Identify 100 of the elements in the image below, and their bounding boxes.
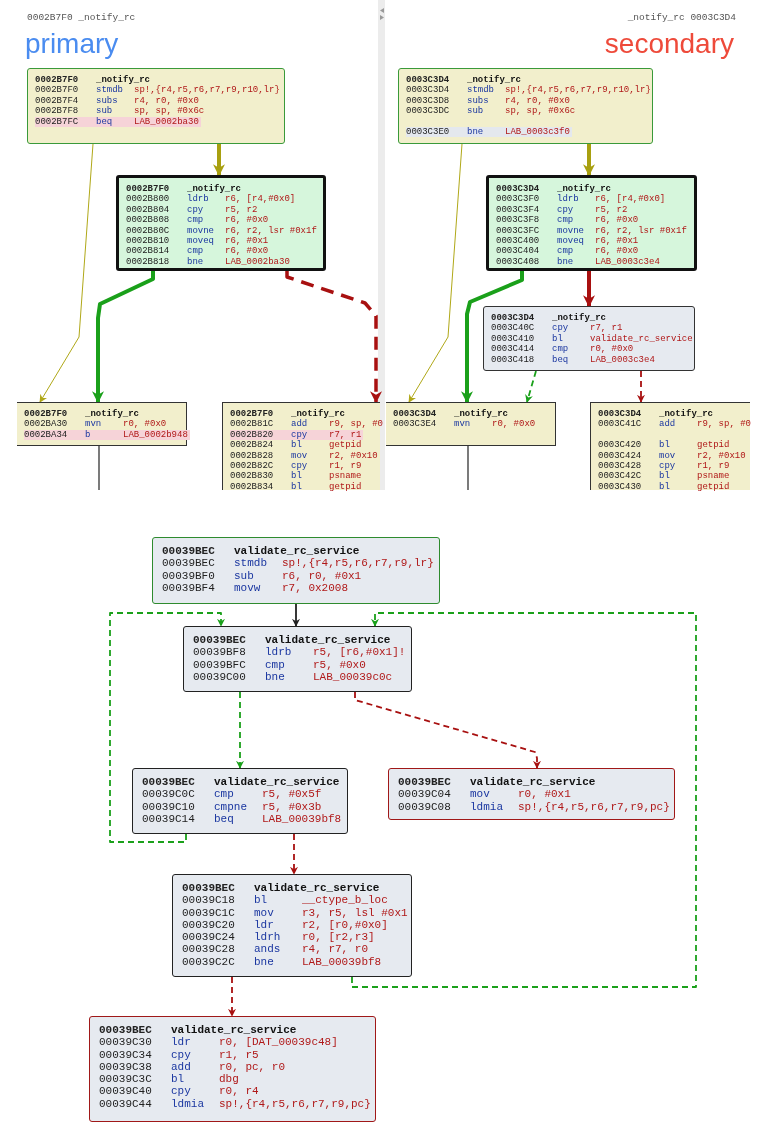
arrow xyxy=(461,271,524,404)
mnemonic: mov xyxy=(291,450,309,462)
mnemonic: mov xyxy=(254,906,275,919)
mnemonic: sub xyxy=(467,106,485,117)
operand: r0, r4 xyxy=(219,1085,259,1098)
mnemonic: cpy xyxy=(291,429,309,440)
mnemonic: ldrh xyxy=(254,931,282,944)
operand: r6, r0, #0x1 xyxy=(282,569,362,582)
address: 0003C428 xyxy=(598,461,643,472)
mnemonic: cpy xyxy=(552,323,570,334)
code-block xyxy=(27,68,285,144)
address: 00039C24 xyxy=(182,931,236,944)
address: 00039C38 xyxy=(99,1060,153,1074)
address: 00039C34 xyxy=(99,1048,153,1061)
operand: r6, r2, lsr #0x1f xyxy=(595,225,687,237)
operand: LAB_00039c0c xyxy=(313,670,393,684)
mnemonic: cmp xyxy=(187,246,205,257)
operand: r7, r1 xyxy=(590,323,623,334)
function-name: _notify_rc xyxy=(552,313,606,324)
arrow xyxy=(637,370,645,403)
address: 0002B82C xyxy=(230,461,275,472)
address: 0002B7F8 xyxy=(35,106,80,117)
mnemonic: cmp xyxy=(265,658,286,671)
mnemonic: ldrb xyxy=(187,194,210,205)
arrow xyxy=(228,976,236,1017)
function-name: validate_rc_service xyxy=(265,634,391,647)
mnemonic: add xyxy=(659,419,677,430)
address: 0002B814 xyxy=(126,246,171,257)
address: 00039C2C xyxy=(182,955,236,969)
block-address: 0002B7F0 xyxy=(126,184,171,195)
operand: r0, [r2,r3] xyxy=(302,931,375,944)
mnemonic: beq xyxy=(214,812,235,826)
operand: r1, r9 xyxy=(697,461,730,472)
address: 00039BFC xyxy=(193,658,247,671)
operand: LAB_0003c3e4 xyxy=(595,256,660,268)
mnemonic: ldr xyxy=(171,1036,192,1049)
mnemonic: cmp xyxy=(214,788,235,801)
mnemonic: cpy xyxy=(187,204,205,216)
mnemonic: mov xyxy=(659,450,677,461)
mnemonic: add xyxy=(291,419,309,430)
function-name: _notify_rc xyxy=(96,75,150,85)
operand: r1, r9 xyxy=(329,461,362,472)
arrow xyxy=(285,271,382,404)
function-name: _notify_rc xyxy=(454,409,508,420)
address: 00039BF0 xyxy=(162,569,216,582)
function-name: _notify_rc xyxy=(291,409,345,419)
mnemonic: mvn xyxy=(454,419,472,430)
mnemonic: moveq xyxy=(557,236,585,247)
mnemonic: beq xyxy=(96,116,114,128)
mnemonic: cmp xyxy=(552,344,570,355)
block-address: 0003C3D4 xyxy=(491,313,536,324)
operand: r4, r7, r0 xyxy=(302,943,368,956)
panel-caption: _notify_rc 0003C3D4 xyxy=(627,12,736,23)
block-address: 0003C3D4 xyxy=(393,409,438,420)
operand: getpid xyxy=(697,481,730,493)
operand: r6, [r4,#0x0] xyxy=(595,194,666,205)
address: 00039C04 xyxy=(398,788,452,801)
operand: r6, r2, lsr #0x1f xyxy=(225,225,317,237)
operand: sp!,{r4,r5,r6,r7,r9,pc} xyxy=(219,1097,371,1111)
code-block xyxy=(486,175,697,271)
function-name: validate_rc_service xyxy=(234,545,360,558)
mnemonic: bl xyxy=(291,440,303,451)
address: 0003C410 xyxy=(491,333,536,345)
operand: r0, [DAT_00039c48] xyxy=(219,1036,338,1049)
mnemonic: bne xyxy=(187,256,205,268)
address: 0002B824 xyxy=(230,440,275,451)
function-name: _notify_rc xyxy=(557,184,611,194)
arrow xyxy=(351,612,697,988)
address: 0002B818 xyxy=(126,256,171,268)
address: 0002B800 xyxy=(126,194,171,205)
address: 0002B828 xyxy=(230,450,275,462)
arrow xyxy=(236,691,244,769)
address: 0003C3F0 xyxy=(496,194,541,205)
arrow xyxy=(583,271,595,308)
operand: r6, #0x0 xyxy=(595,246,639,257)
function-name: _notify_rc xyxy=(659,409,713,419)
mnemonic: bne xyxy=(467,127,485,138)
operand: r4, r0, #0x0 xyxy=(505,95,570,107)
block-address: 0002B7F0 xyxy=(24,409,69,420)
function-name: _notify_rc xyxy=(467,75,521,85)
address: 0002B81C xyxy=(230,419,275,430)
operand: r5, #0x3b xyxy=(262,800,322,813)
address: 0002BA30 xyxy=(24,419,69,430)
address: 0003C404 xyxy=(496,246,541,257)
address: 00039C14 xyxy=(142,812,196,826)
operand: r0, #0x1 xyxy=(518,788,571,801)
address: 0003C418 xyxy=(491,354,536,366)
arrow xyxy=(109,612,225,843)
panel-title: primary xyxy=(25,27,119,61)
address: 0002B7F4 xyxy=(35,95,80,107)
address: 0002B80C xyxy=(126,225,171,237)
address: 0002B820 xyxy=(230,429,275,441)
operand: r5, r2 xyxy=(595,204,628,216)
mnemonic: cpy xyxy=(557,204,575,216)
mnemonic: ldrb xyxy=(265,646,293,659)
operand: sp, sp, #0x6c xyxy=(505,106,576,117)
arrow xyxy=(408,143,463,403)
operand: r7, 0x2008 xyxy=(282,581,348,595)
block-address: 0003C3D4 xyxy=(598,409,643,420)
mnemonic: ldmia xyxy=(171,1097,205,1111)
